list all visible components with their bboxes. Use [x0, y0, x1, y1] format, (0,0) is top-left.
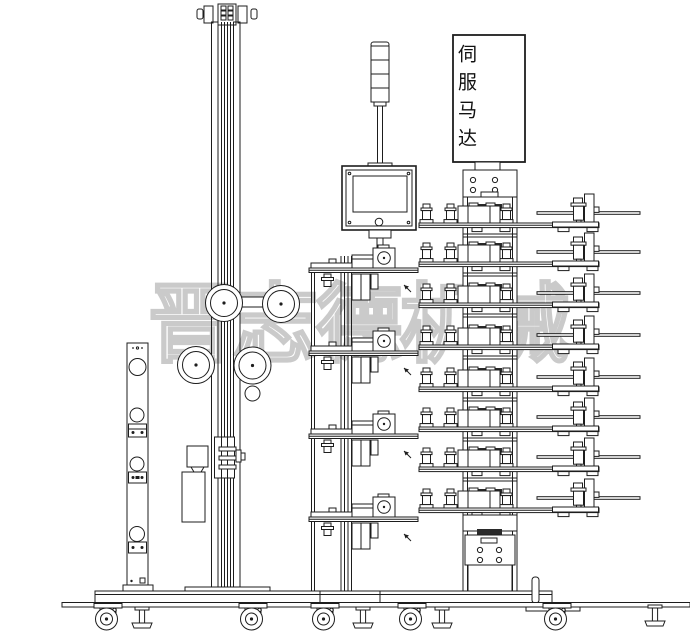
caster: [238, 603, 268, 631]
leveling-foot: [131, 606, 153, 629]
hmi-screen[interactable]: [352, 175, 408, 213]
servo-motor-tower: [419, 34, 640, 592]
stack-light-pole: [377, 105, 383, 164]
feeder-unit: [308, 493, 419, 550]
leveling-foot: [352, 606, 374, 629]
hmi-home-button[interactable]: [374, 217, 384, 227]
caster: [542, 603, 572, 631]
spindle-arm: [419, 358, 640, 401]
payoff-stand: [177, 3, 300, 592]
spindle-arm-levels: [419, 194, 640, 522]
servo-motor-label: 伺服马达: [455, 44, 477, 156]
leveling-foot: [644, 604, 666, 627]
spindle-arm: [419, 274, 640, 317]
leveling-foot: [431, 606, 453, 629]
tower-label-box: [452, 34, 526, 163]
console-column: [308, 41, 419, 591]
feeder-unit: [308, 410, 419, 467]
tower-bottom-block: [462, 514, 518, 592]
feeder-levels: [308, 244, 419, 550]
feeder-unit: [308, 327, 419, 384]
stand-top-cap: [196, 3, 258, 26]
spindle-arm: [419, 479, 640, 522]
feeder-unit: [308, 244, 419, 301]
guide-pulleys: [177, 284, 300, 402]
lubricator-bottle: [181, 445, 209, 523]
hmi-panel: [341, 165, 417, 231]
spindle-arm: [419, 438, 640, 481]
spindle-arm: [419, 194, 640, 237]
spindle-arm: [419, 233, 640, 276]
spindle-arm: [419, 316, 640, 359]
base-frame: [61, 576, 690, 631]
stack-light: [367, 41, 393, 168]
caster: [397, 603, 427, 631]
feeder-posts: [311, 256, 352, 591]
wire-clamp: [214, 436, 246, 479]
connector-panel: [122, 342, 154, 593]
caster: [310, 603, 340, 631]
caster: [93, 603, 123, 631]
spindle-arm: [419, 398, 640, 441]
